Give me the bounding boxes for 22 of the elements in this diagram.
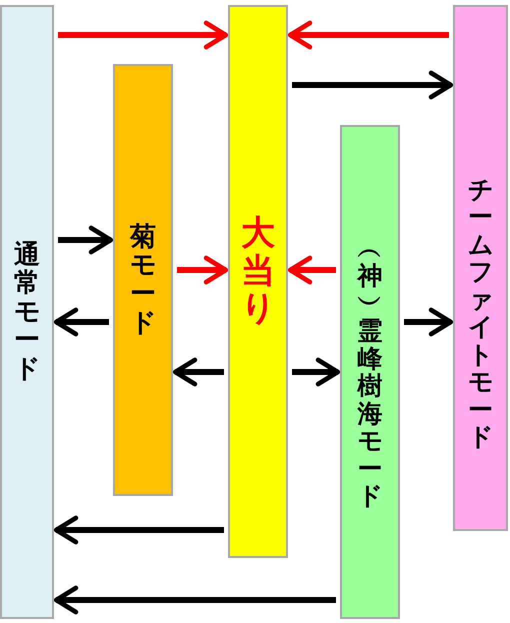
mode-box — [453, 5, 508, 531]
arrow — [54, 586, 336, 614]
mode-box — [340, 125, 400, 619]
arrow — [292, 358, 340, 386]
arrow — [404, 308, 454, 336]
arrow — [172, 358, 224, 386]
arrow — [288, 256, 336, 284]
mode-box — [0, 5, 54, 619]
arrow — [54, 308, 109, 336]
mode-label: 大当り — [241, 215, 275, 328]
mode-label: 通常モード — [14, 240, 40, 384]
mode-label: 菊モード — [130, 222, 156, 338]
arrow — [288, 20, 449, 50]
arrow — [54, 516, 224, 544]
mode-label: チームファイトモード — [468, 176, 493, 450]
mode-box — [113, 64, 173, 496]
arrow — [58, 20, 228, 50]
arrow — [177, 256, 228, 284]
mode-label: ︵神︶霊峰樹海モード — [358, 234, 382, 510]
arrow — [58, 226, 114, 254]
mode-box — [228, 5, 288, 558]
arrow — [292, 70, 454, 100]
